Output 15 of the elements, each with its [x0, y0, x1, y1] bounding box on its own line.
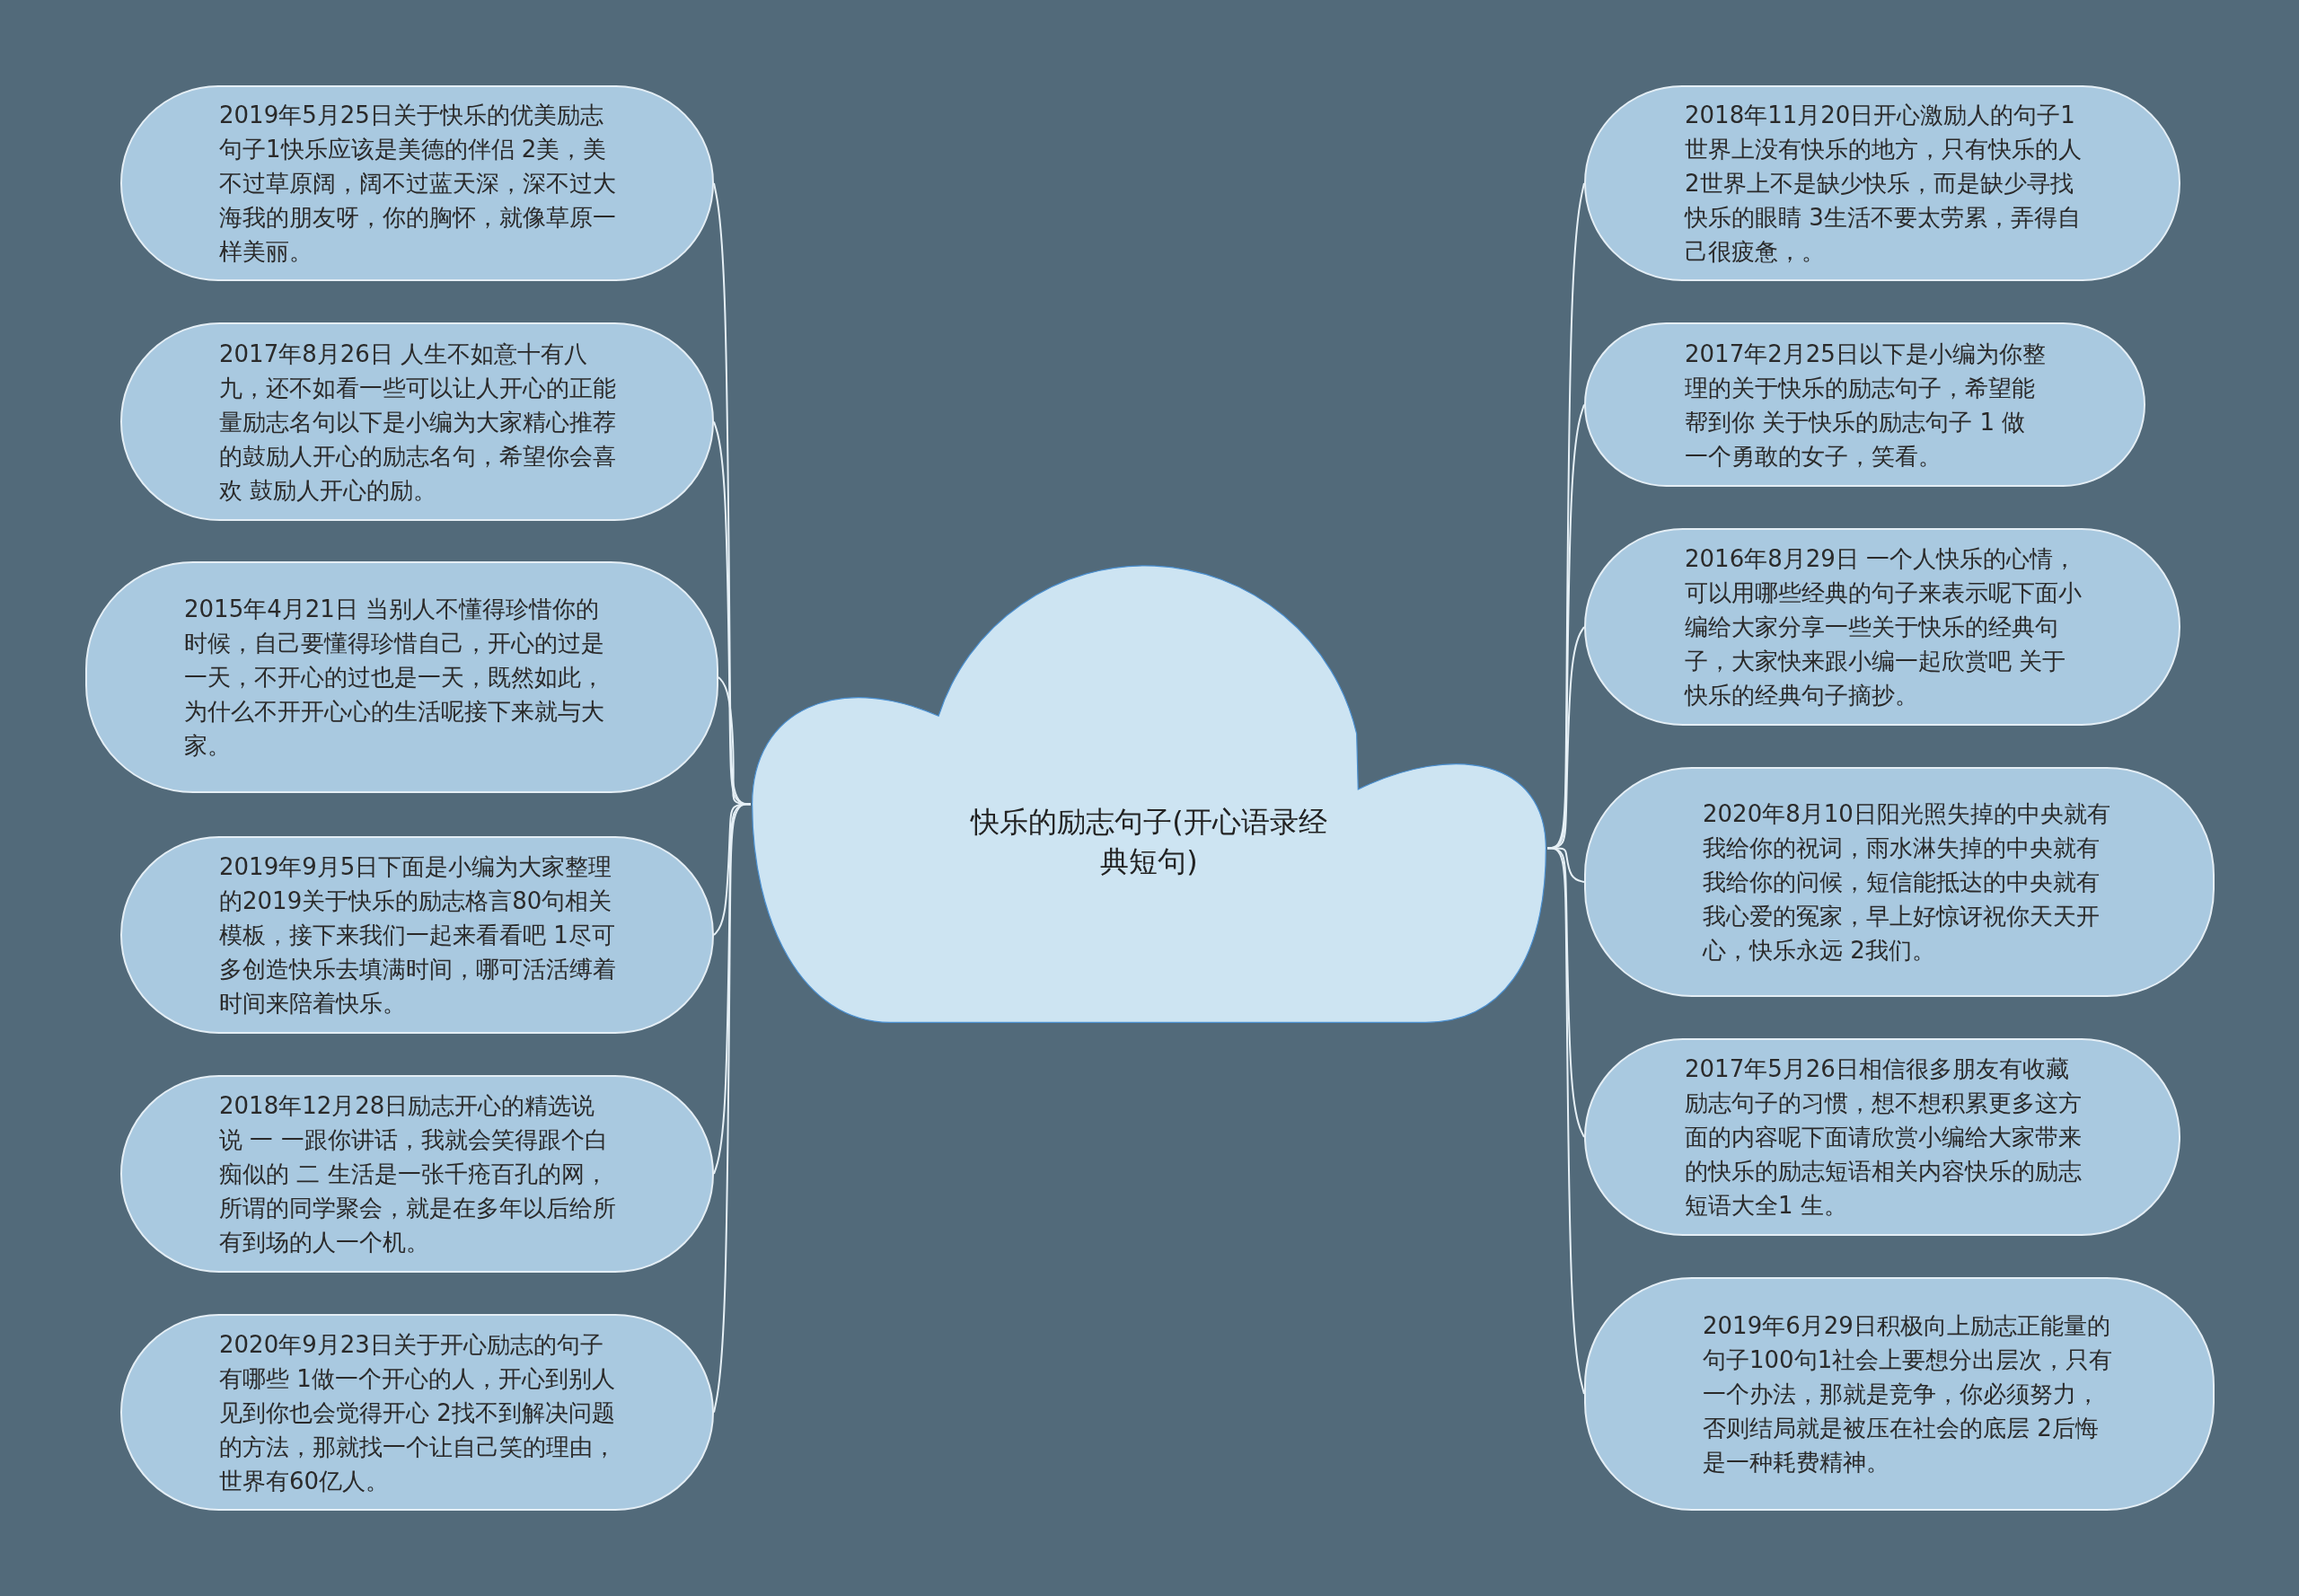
quote-text: 2019年5月25日关于快乐的优美励志句子1快乐应该是美德的伴侣 2美，美不过草原阔，阔不过蓝天深，深不过大海我的朋友呀，你的胸怀，就像草原一样美丽。 [219, 101, 617, 267]
quote-text: 2017年5月26日相信很多朋友有收藏励志句子的习惯，想不想积累更多这方面的内容呢下面请欣赏小编给大家带来的快乐的励志短语相关内容快乐的励志短语大全1 生。 [1685, 1054, 2083, 1221]
quote-text: 2019年9月5日下面是小编为大家整理的2019关于快乐的励志格言80句相关模板，接下来我们一起来看看吧 1尽可多创造快乐去填满时间，哪可活活缚着时间来陪着快乐。 [219, 852, 617, 1018]
quote-text: 2015年4月21日 当别人不懂得珍惜你的时候，自己要懂得珍惜自己，开心的过是一天，不开心的过也是一天，既然如此，为什么不开开心心的生活呢接下来就与大家。 [184, 595, 605, 761]
quote-text: 2019年6月29日积极向上励志正能量的句子100句1社会上要想分出层次，只有一个办法，那就是竞争，你必须努力，否则结局就是被压在社会的底层 2后悔是一种耗费精神。 [1703, 1311, 2114, 1477]
quote-text: 2020年9月23日关于开心励志的句子有哪些 1做一个开心的人，开心到别人见到你也会觉得开心 2找不到解决问题的方法，那就找一个让自己笑的理由，世界有60亿人。 [219, 1329, 617, 1496]
connector-line [713, 803, 752, 1414]
central-topic: 快乐的励志句子(开心语录经典短句) [969, 804, 1328, 880]
quote-text: 2016年8月29日 一个人快乐的心情，可以用哪些经典的句子来表示呢下面小编给大家分享一些关于快乐的经典句子，大家快来跟小编一起欣赏吧 关于快乐的经典句子摘抄。 [1685, 544, 2083, 710]
connector-line [1546, 847, 1585, 1395]
quote-text: 2017年8月26日 人生不如意十有八九，还不如看一些可以让人开心的正能量励志名句以下是小编为大家精心推荐的鼓励人开心的励志名句，希望你会喜欢 鼓励人开心的励。 [219, 339, 617, 506]
quote-text: 2017年2月25日以下是小编为你整理的关于快乐的励志句子，希望能帮到你 关于快乐的励志句子 1 做一个勇敢的女子，笑看。 [1685, 339, 2047, 472]
quote-text: 2018年11月20日开心激励人的句子1世界上没有快乐的地方，只有快乐的人 2世界上不是缺少快乐，而是缺少寻找快乐的眼睛 3生活不要太劳累，弄得自己很疲惫，。 [1685, 101, 2083, 267]
quote-text: 2018年12月28日励志开心的精选说说 一 一跟你讲话，我就会笑得跟个白痴似的 二 生活是一张千疮百孔的网，所谓的同学聚会，就是在多年以后给所有到场的人一个机。 [219, 1091, 617, 1257]
quote-text: 2020年8月10日阳光照失掉的中央就有我给你的祝词，雨水淋失掉的中央就有我给你的问候，短信能抵达的中央就有我心爱的冤家，早上好惊讶祝你天天开心，快乐永远 2我们。 [1703, 799, 2111, 966]
